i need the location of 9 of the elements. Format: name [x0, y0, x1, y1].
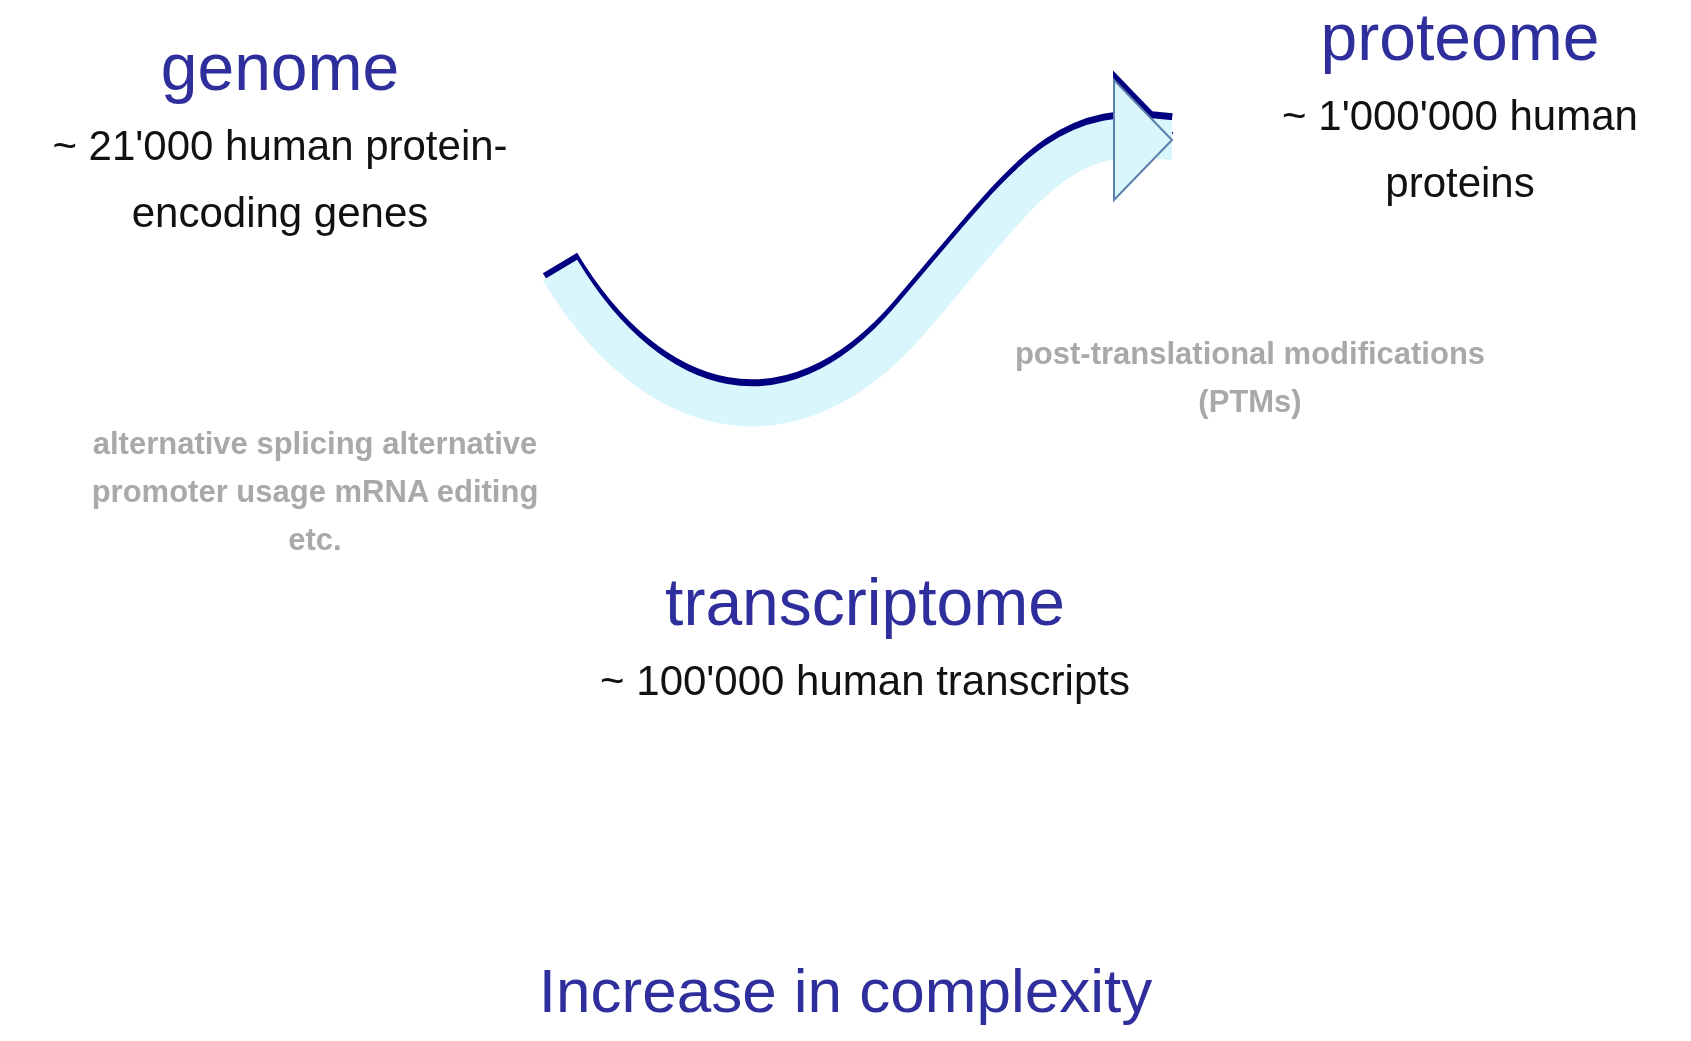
caption-text: Increase in complexity — [538, 955, 1153, 1026]
count-text: ~ 21'000 human protein-encoding genes — [51, 120, 509, 239]
heading-text: proteome — [1320, 0, 1600, 76]
count-text: ~ 1'000'000 human proteins — [1281, 90, 1639, 209]
heading-text: genome — [160, 30, 400, 106]
heading-text: transcriptome — [665, 565, 1065, 641]
note-text: alternative splicing alternative promoter usage mRNA editing etc. — [90, 425, 540, 560]
note-text: post-translational modifications (PTMs) — [1013, 335, 1487, 422]
count-text: ~ 100'000 human transcripts — [600, 655, 1130, 706]
